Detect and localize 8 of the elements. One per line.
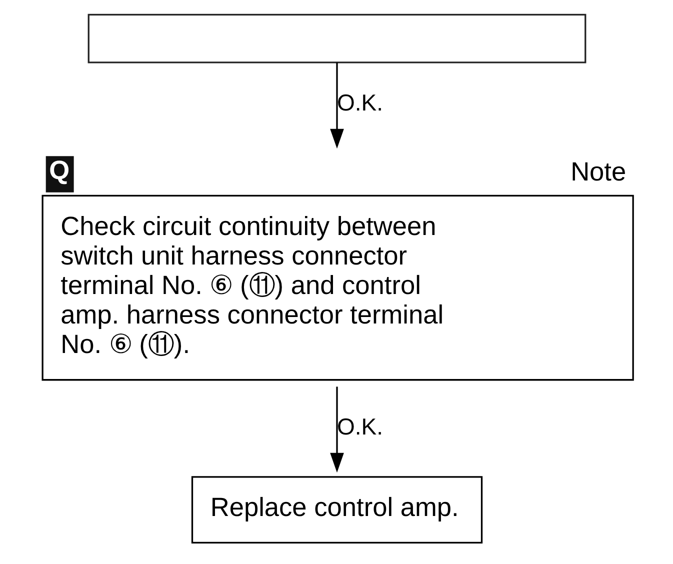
arrow [330,62,344,149]
node-label: Note [570,156,626,187]
node-box: Replace control amp. [190,476,482,544]
node-box [87,14,586,64]
edge-label: O.K. [336,89,383,116]
node-label: Q [48,154,70,185]
arrow [330,386,344,473]
edge-label: O.K. [336,413,383,440]
